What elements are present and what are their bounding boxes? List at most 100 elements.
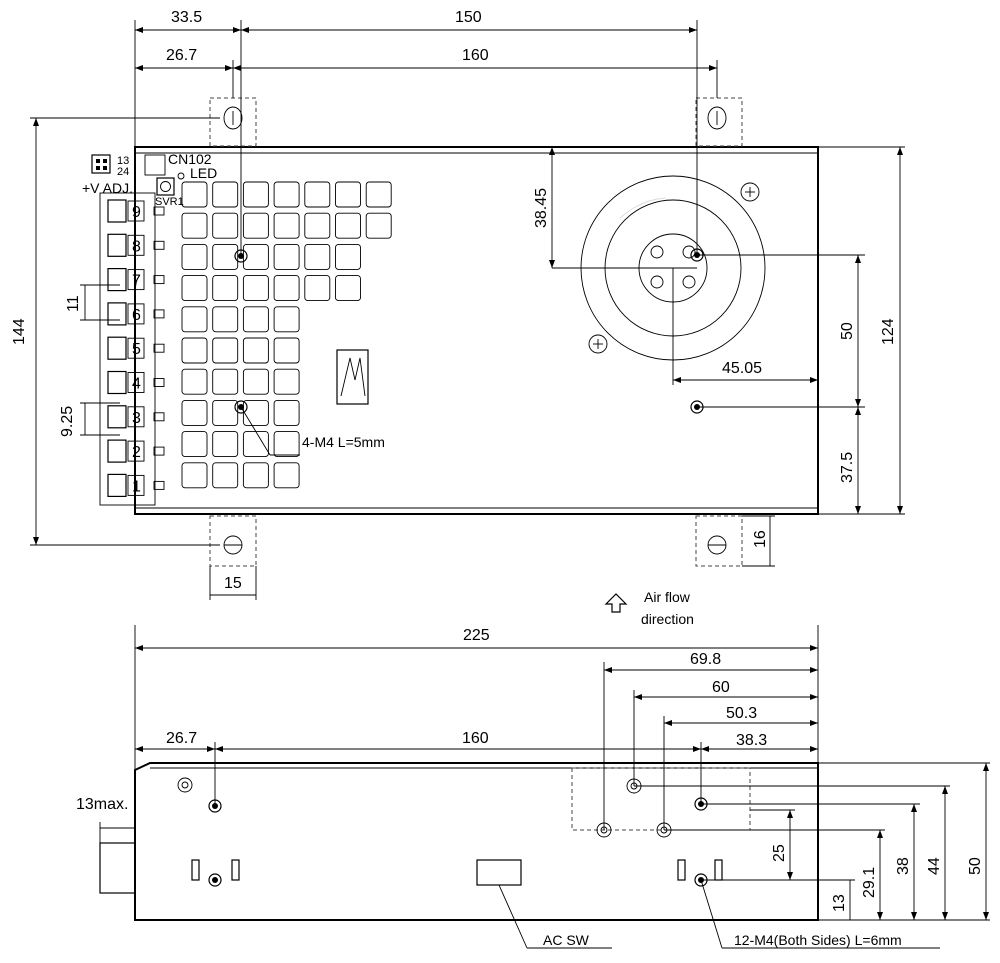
vent-slot (273, 243, 300, 270)
vent-slot (212, 212, 239, 239)
vent-slot (181, 243, 208, 270)
terminal-screw (107, 370, 127, 395)
vent-slot (335, 181, 361, 208)
terminal-screw (107, 336, 127, 360)
terminal-screw (107, 199, 127, 223)
dim-225: 225 (463, 627, 490, 644)
vent-slot (365, 181, 392, 208)
terminal-screw (107, 268, 127, 292)
terminal-stub (99, 842, 136, 894)
terminal-number-box (127, 372, 145, 393)
cn102-label: CN102 (168, 151, 212, 167)
terminal-screw (107, 473, 127, 497)
dim-15: 15 (224, 575, 242, 592)
vent-slot (181, 368, 208, 395)
terminal-number: 1 (132, 478, 141, 495)
v-adj-label: +V ADJ. (82, 180, 133, 196)
terminal-number-box (127, 200, 145, 222)
dim-160-side: 160 (462, 730, 489, 747)
vent-slot (181, 431, 208, 458)
terminal-tab (153, 275, 165, 285)
connector-pin-label-top: 13 (117, 155, 129, 167)
terminal-number: 8 (132, 238, 141, 255)
vent-slot (304, 243, 331, 270)
dim-144: 144 (11, 318, 28, 345)
dim-37-5: 37.5 (839, 452, 856, 483)
vent-slot (181, 275, 208, 302)
terminal-number-box (127, 269, 145, 291)
vent-slot (273, 462, 300, 489)
terminal-tab (153, 378, 165, 387)
dim-25: 25 (771, 844, 788, 862)
side-chassis-outline (134, 762, 819, 921)
vent-slot (273, 337, 300, 364)
vent-slot (304, 181, 331, 208)
dim-50-3: 50.3 (726, 705, 757, 722)
airflow-label-line1: Air flow (644, 589, 691, 605)
dim-16: 16 (752, 530, 769, 548)
terminal-screw (107, 439, 127, 463)
terminal-number-box (127, 234, 145, 256)
vent-slot (335, 212, 361, 239)
fan-outline (571, 767, 751, 831)
terminal-screw (107, 233, 127, 257)
terminal-number-box (127, 406, 145, 428)
dim-69-8: 69.8 (690, 651, 721, 668)
cn102-connector (91, 154, 166, 176)
terminal-tab (153, 412, 165, 422)
vent-slot (181, 337, 208, 364)
dim-50-side: 50 (967, 857, 984, 875)
vent-slot (242, 275, 269, 302)
terminal-number-box (127, 303, 145, 325)
vent-grid (181, 181, 392, 489)
terminal-screw (107, 405, 127, 429)
connector-pin-label-bottom: 24 (117, 166, 129, 178)
terminal-tab (153, 309, 165, 319)
vent-slot (242, 462, 269, 489)
dim-26-7-side: 26.7 (166, 730, 197, 747)
terminal-number-box (127, 337, 145, 359)
dim-38: 38 (895, 857, 912, 875)
dim-60: 60 (712, 679, 730, 696)
terminal-number: 2 (132, 444, 141, 461)
dim-38-45: 38.45 (533, 188, 550, 228)
vent-slot (335, 275, 361, 302)
vent-slot (181, 181, 208, 208)
mounting-bracket-top-right (695, 97, 743, 147)
vent-slot (212, 431, 239, 458)
vent-slot (273, 399, 300, 426)
dim-38-3: 38.3 (736, 732, 767, 749)
vent-slot (273, 306, 300, 333)
dim-50-top: 50 (839, 322, 856, 340)
dim-11: 11 (65, 295, 82, 312)
mounting-bracket-bottom-right (695, 515, 743, 567)
dim-33-5: 33.5 (171, 9, 202, 26)
vent-slot (365, 212, 392, 239)
vent-slot (212, 368, 239, 395)
screw-spec-label: 12-M4(Both Sides) L=6mm (734, 932, 902, 948)
vent-slot (273, 212, 300, 239)
vent-slot (273, 368, 300, 395)
led-label: LED (190, 165, 217, 181)
terminal-tab (153, 446, 165, 456)
vent-slot (181, 462, 208, 489)
vent-slot (304, 275, 331, 302)
vent-slot (242, 181, 269, 208)
dim-29-1: 29.1 (861, 867, 878, 898)
dim-13max: 13max. (76, 796, 128, 813)
vent-slot (212, 337, 239, 364)
vent-slot (273, 275, 300, 302)
airflow-arrow-icon (604, 593, 628, 613)
side-view: 225 69.8 60 50.3 38.3 26.7 160 13max. (76, 625, 990, 949)
vent-slot (242, 368, 269, 395)
vent-slot (242, 431, 269, 458)
vent-slot (212, 275, 239, 302)
vent-slot (335, 243, 361, 270)
chassis-outline (134, 146, 819, 515)
terminal-screw (107, 302, 127, 326)
dim-9-25: 9.25 (59, 406, 76, 437)
svr1-label: SVR1 (155, 196, 184, 208)
dim-44: 44 (926, 857, 943, 875)
